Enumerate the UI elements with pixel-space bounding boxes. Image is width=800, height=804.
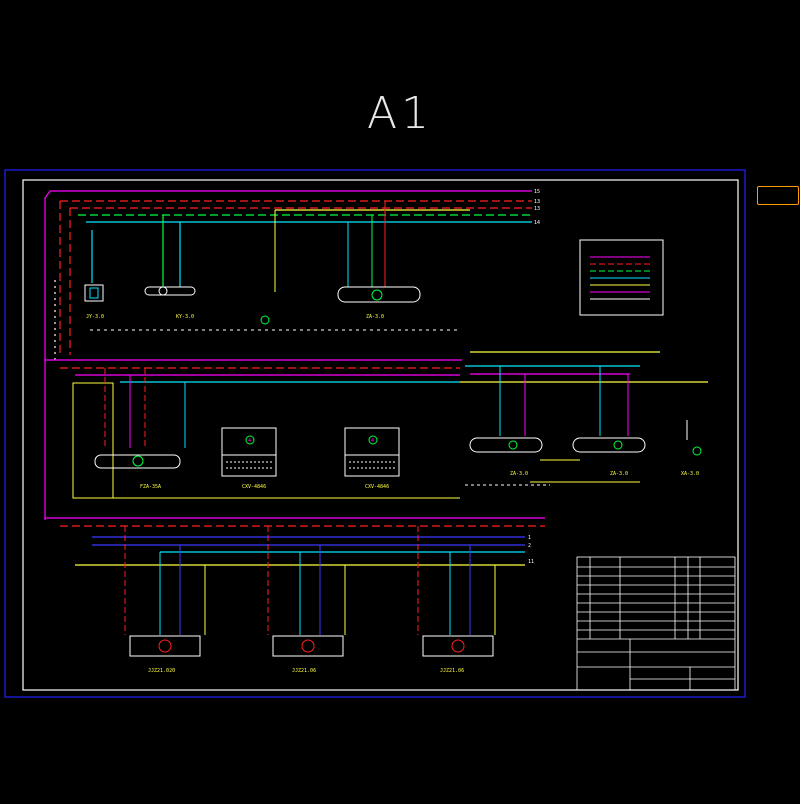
tag-number: 4	[371, 438, 374, 444]
equipment-label: ZA-3.0	[610, 471, 628, 477]
cxv-condenser-left: 4 CXV-4846	[221, 427, 277, 490]
yellow-loop	[72, 382, 114, 499]
jy-unit: JY-3.0	[84, 230, 104, 320]
lower-headers	[45, 517, 545, 566]
equipment-label: ZA-3.0	[510, 471, 528, 477]
stamp-box	[757, 186, 799, 205]
line-number: 11	[528, 559, 534, 565]
equipment-label: JY-3.0	[86, 314, 104, 320]
drawing-border	[22, 179, 739, 691]
tag-number: 4	[248, 438, 251, 444]
top-headers	[50, 190, 532, 223]
equipment-label: JJZ21.06	[292, 668, 316, 674]
ky-unit: KY-3.0	[144, 215, 196, 320]
mid-headers	[45, 351, 708, 383]
equipment-label: CXV-4846	[365, 484, 389, 490]
line-number: 14	[534, 220, 540, 226]
za-top-receiver: ZA-3.0	[260, 201, 421, 325]
line-number: 15	[534, 189, 540, 195]
cxv-condenser-right: 4 CXV-4846	[344, 427, 400, 490]
title-block	[576, 556, 736, 691]
equipment-label: XA-3.0	[681, 471, 699, 477]
fza-receiver: FZA-35A	[94, 368, 186, 490]
legend-box	[579, 239, 664, 316]
compressor-unit-1: JJZ21.020	[124, 526, 206, 674]
line-number: 2	[528, 543, 531, 549]
sheet-size-label: A1	[366, 88, 434, 139]
equipment-label: ZA-3.0	[366, 314, 384, 320]
za-mid-receivers: ZA-3.0 ZA-3.0 XA-3.0	[469, 366, 702, 483]
compressor-unit-2: JJZ21.06	[267, 526, 346, 674]
line-number: 1	[528, 535, 531, 541]
left-risers	[44, 190, 71, 520]
equipment-label: FZA-35A	[140, 484, 161, 490]
equipment-label: CXV-4846	[242, 484, 266, 490]
line-number: 13	[534, 206, 540, 212]
outer-frame	[4, 169, 746, 698]
line-number: 13	[534, 199, 540, 205]
compressor-unit-3: JJZ21.06	[417, 526, 496, 674]
equipment-label: KY-3.0	[176, 314, 194, 320]
equipment-label: JJZ21.020	[148, 668, 175, 674]
equipment-label: JJZ21.06	[440, 668, 464, 674]
